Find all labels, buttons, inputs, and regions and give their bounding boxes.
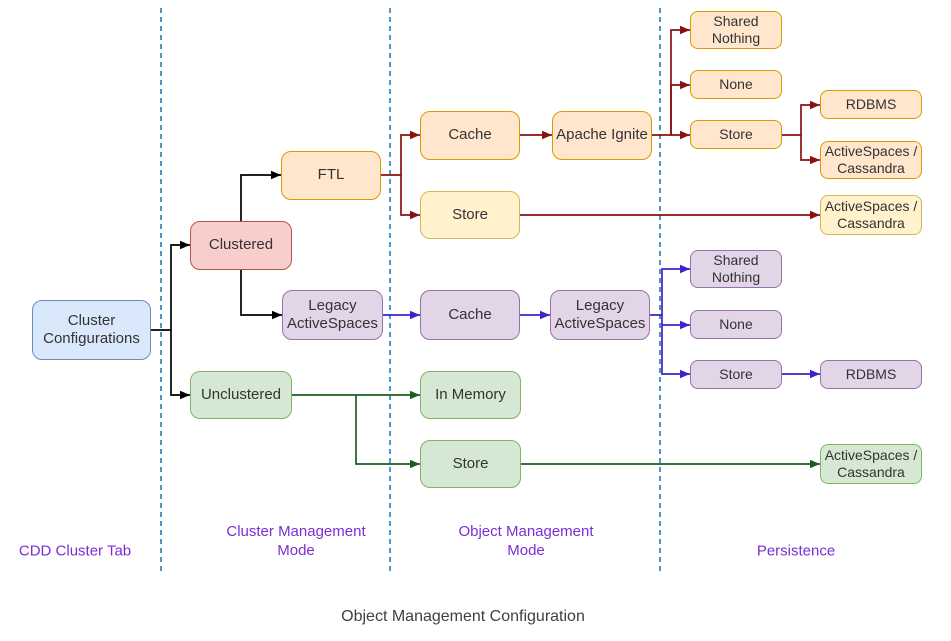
node-rdbms-ignite: RDBMS — [820, 90, 922, 119]
column-label-2: Cluster Management Mode — [226, 522, 366, 559]
edge-las-to-store — [661, 325, 690, 375]
arrowhead-ignite-to-none — [680, 80, 690, 90]
node-cache-ftl: Cache — [420, 111, 520, 160]
node-store-unclustered: Store — [420, 440, 521, 488]
arrowhead-legacy-activespaces-to-cache — [410, 310, 420, 320]
arrowhead-store-ignite-to-rdbms — [810, 100, 820, 110]
arrowhead-las-to-store — [680, 369, 690, 379]
arrowhead-config-to-clustered — [180, 240, 190, 250]
node-none-ignite: None — [690, 70, 782, 99]
node-shared-nothing-las: Shared Nothing — [690, 250, 782, 288]
arrowhead-ftl-to-store — [410, 210, 420, 220]
node-unclustered: Unclustered — [190, 371, 292, 419]
arrowhead-store-las-to-rdbms — [810, 369, 820, 379]
arrowhead-store-to-activespaces-cassandra — [810, 459, 820, 469]
arrowhead-store-ignite-to-activespaces-cassandra — [810, 155, 820, 165]
edge-store-ignite-to-rdbms — [782, 104, 820, 136]
node-apache-ignite: Apache Ignite — [552, 111, 652, 160]
arrowhead-clustered-to-legacy-activespaces — [272, 310, 282, 320]
node-activespaces-cassandra-unclustered: ActiveSpaces / Cassandra — [820, 444, 922, 484]
arrowhead-ignite-to-shared-nothing — [680, 25, 690, 35]
node-shared-nothing-ignite: Shared Nothing — [690, 11, 782, 49]
edge-config-to-unclustered — [170, 330, 190, 396]
arrowhead-config-to-unclustered — [180, 390, 190, 400]
diagram-title: Object Management Configuration — [341, 608, 585, 625]
node-in-memory: In Memory — [420, 371, 521, 419]
edge-clustered-to-legacy-activespaces — [240, 270, 282, 316]
node-store-ftl: Store — [420, 191, 520, 239]
column-label-4: Persistence — [756, 542, 836, 560]
node-store-las: Store — [690, 360, 782, 389]
arrowhead-unclustered-to-store — [410, 459, 420, 469]
node-activespaces-cassandra-ignite: ActiveSpaces / Cassandra — [820, 141, 922, 179]
arrowhead-ignite-to-store — [680, 130, 690, 140]
edge-las-to-shared-nothing — [650, 268, 690, 316]
edge-clustered-to-ftl — [240, 174, 281, 221]
edge-ignite-to-none — [670, 84, 690, 135]
arrowhead-ftl-to-cache — [410, 130, 420, 140]
column-label-1: CDD Cluster Tab — [18, 542, 132, 560]
node-rdbms-las: RDBMS — [820, 360, 922, 389]
arrowhead-las-to-none — [680, 320, 690, 330]
arrowhead-unclustered-to-in-memory — [410, 390, 420, 400]
edge-unclustered-to-store — [355, 395, 420, 465]
arrowhead-las-to-shared-nothing — [680, 264, 690, 274]
arrowhead-store-ftl-to-activespaces-cassandra — [810, 210, 820, 220]
node-none-las: None — [690, 310, 782, 339]
arrowhead-clustered-to-ftl — [271, 170, 281, 180]
edge-config-to-clustered — [151, 244, 190, 331]
node-cache-las: Cache — [420, 290, 520, 340]
node-legacy-activespaces-cmm: Legacy ActiveSpaces — [282, 290, 383, 340]
arrowhead-cache-to-apache-ignite — [542, 130, 552, 140]
node-clustered: Clustered — [190, 221, 292, 270]
node-legacy-activespaces-omm: Legacy ActiveSpaces — [550, 290, 650, 340]
node-store-ignite: Store — [690, 120, 782, 149]
node-cluster-configurations: Cluster Configurations — [32, 300, 151, 360]
edge-ftl-to-store — [400, 175, 420, 216]
edge-ftl-to-cache — [381, 134, 420, 176]
node-activespaces-cassandra-ftl: ActiveSpaces / Cassandra — [820, 195, 922, 235]
node-ftl: FTL — [281, 151, 381, 200]
arrowhead-cache-to-legacy-activespaces — [540, 310, 550, 320]
column-label-3: Object Management Mode — [458, 522, 594, 559]
